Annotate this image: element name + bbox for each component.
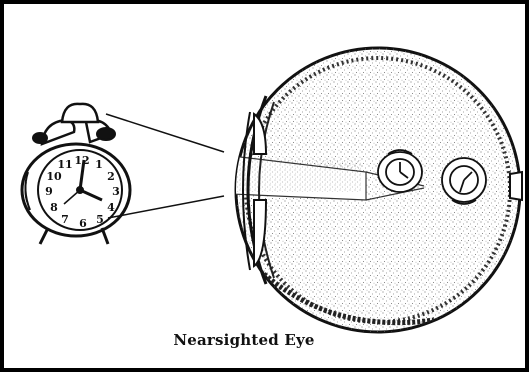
clock-numeral-12: 12 (74, 154, 89, 167)
clock-numeral-1: 1 (95, 158, 103, 171)
clock-numeral-4: 4 (107, 201, 115, 214)
clock-numeral-8: 8 (50, 201, 58, 214)
clock-numeral-11: 11 (57, 158, 72, 171)
clock-numeral-2: 2 (107, 170, 115, 183)
nearsighted-eye-illustration: 12 1 2 3 4 5 6 7 8 9 10 11 (4, 4, 525, 368)
clock-numeral-9: 9 (45, 185, 53, 198)
clock-numeral-10: 10 (46, 170, 62, 183)
figure-caption: Nearsighted Eye (164, 331, 324, 349)
clock-bell-top (62, 104, 98, 122)
clock-numeral-6: 6 (79, 217, 87, 230)
clock-numeral-3: 3 (112, 185, 120, 198)
clock-numeral-5: 5 (96, 213, 104, 226)
optic-nerve (510, 172, 522, 200)
clock-numeral-7: 7 (61, 213, 69, 226)
eyeball (232, 44, 525, 344)
